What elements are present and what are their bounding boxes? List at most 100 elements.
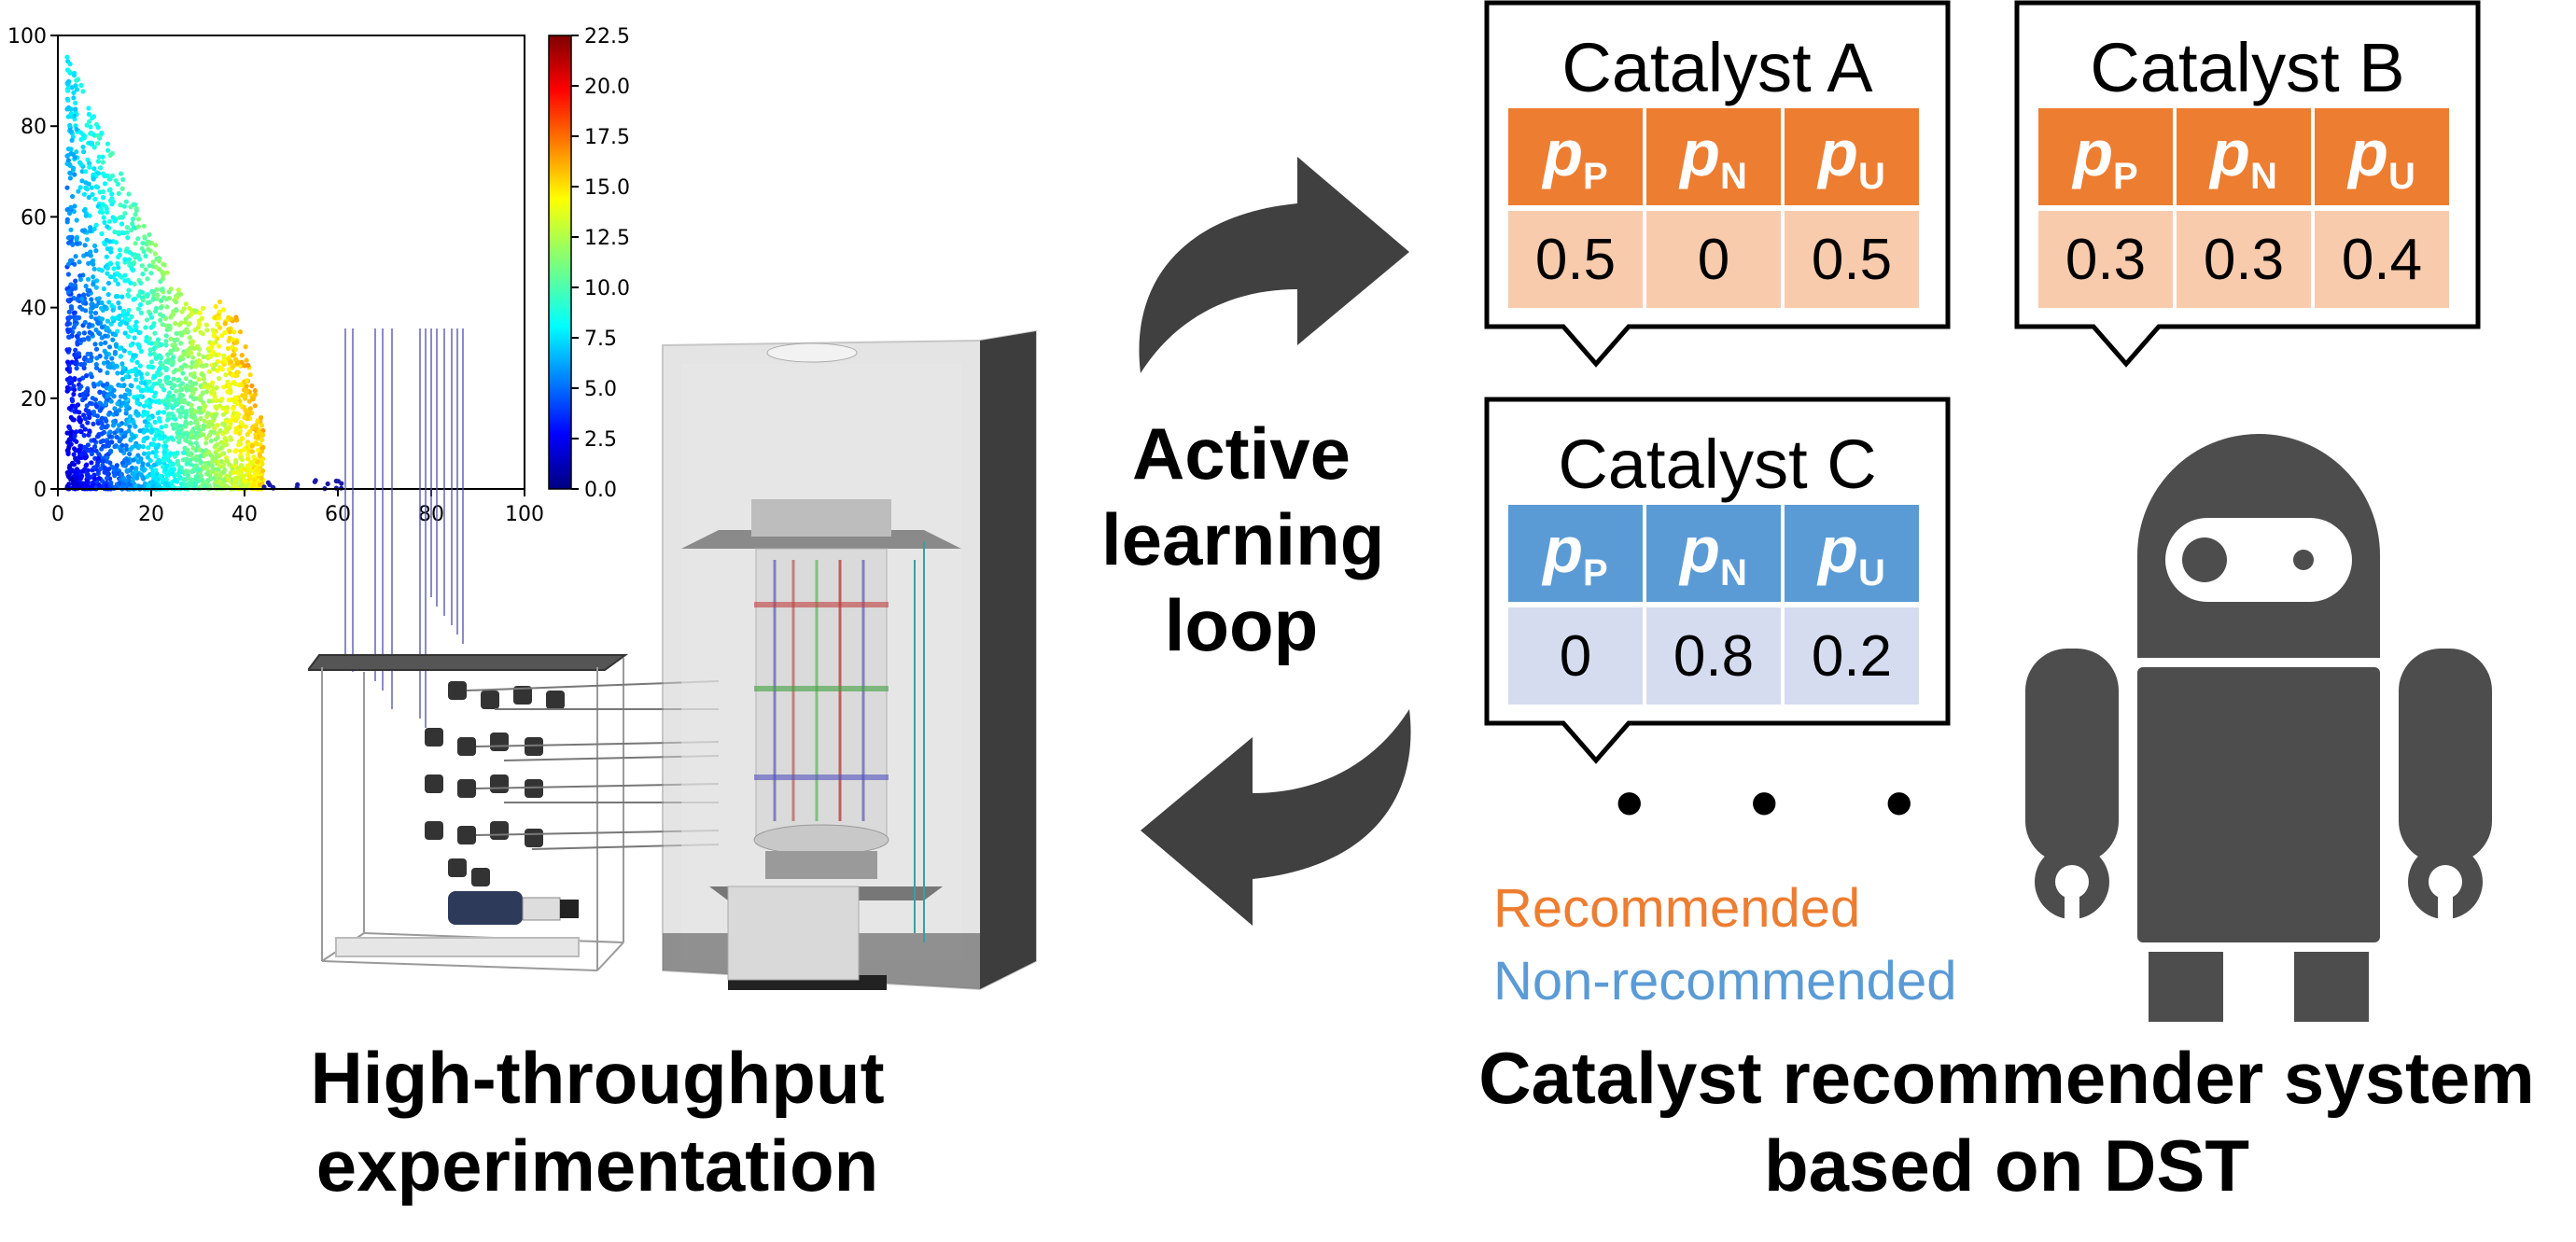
scatter-point xyxy=(237,329,244,335)
scatter-point xyxy=(117,439,122,444)
scatter-point xyxy=(147,248,153,254)
scatter-point xyxy=(145,454,150,460)
scatter-point xyxy=(94,403,100,410)
scatter-point xyxy=(189,432,194,438)
scatter-point xyxy=(160,322,165,328)
scatter-point xyxy=(65,328,71,334)
scatter-point xyxy=(115,271,120,276)
scatter-point xyxy=(101,215,106,220)
scatter-point xyxy=(198,359,203,365)
scatter-point xyxy=(209,384,215,389)
y-tick-label: 0 xyxy=(34,479,47,502)
scatter-point xyxy=(91,476,98,481)
scatter-point xyxy=(122,395,128,400)
scatter-point xyxy=(138,301,144,308)
scatter-point xyxy=(85,442,91,448)
scatter-point xyxy=(206,369,212,374)
scatter-point xyxy=(65,106,71,112)
scatter-point xyxy=(168,286,174,292)
scatter-point xyxy=(154,286,160,292)
scatter-point xyxy=(74,126,79,133)
scatter-point xyxy=(176,440,182,445)
scatter-point xyxy=(105,209,110,215)
scatter-point xyxy=(115,281,121,286)
scatter-point xyxy=(209,388,215,394)
scatter-point xyxy=(226,367,232,372)
scatter-point xyxy=(141,439,147,444)
scatter-point xyxy=(87,160,92,166)
scatter-point xyxy=(64,54,70,60)
scatter-point xyxy=(100,210,105,216)
scatter-point xyxy=(139,388,145,394)
scatter-point xyxy=(192,481,198,487)
scatter-point xyxy=(242,447,247,453)
scatter-point xyxy=(230,371,236,377)
scatter-point xyxy=(189,345,195,351)
catalyst-b-table: pP pN pU 0.3 0.3 0.4 xyxy=(2035,108,2453,308)
scatter-point xyxy=(189,428,195,434)
catalyst-a-title: Catalyst A xyxy=(1561,29,1873,106)
scatter-point xyxy=(102,219,107,225)
scatter-point xyxy=(68,380,74,385)
scatter-point xyxy=(91,384,97,389)
scatter-point xyxy=(66,161,72,167)
scatter-point xyxy=(135,224,141,230)
scatter-point xyxy=(189,360,195,366)
scatter-point xyxy=(186,472,191,478)
scatter-point xyxy=(155,381,161,386)
value-pU: 0.2 xyxy=(1785,607,1919,705)
scatter-point xyxy=(88,309,93,315)
scatter-point xyxy=(91,465,97,470)
scatter-point xyxy=(233,356,239,362)
scatter-point xyxy=(99,416,105,422)
scatter-point xyxy=(183,419,189,425)
scatter-point xyxy=(325,481,330,487)
scatter-point xyxy=(114,463,119,468)
scatter-point xyxy=(109,391,115,398)
scatter-point xyxy=(222,358,228,364)
scatter-point xyxy=(65,450,71,455)
scatter-point xyxy=(158,317,163,323)
catalyst-a-table: pP pN pU 0.5 0 0.5 xyxy=(1505,108,1923,308)
scatter-point xyxy=(179,405,185,411)
colorbar-ticks: 0.02.55.07.510.012.515.017.520.022.5 xyxy=(571,25,630,502)
scatter-point xyxy=(222,321,228,327)
scatter-point xyxy=(251,481,257,488)
scatter-point xyxy=(89,355,94,360)
scatter-point xyxy=(65,320,71,326)
scatter-point xyxy=(252,477,258,482)
scatter-point xyxy=(208,439,214,444)
scatter-point xyxy=(92,310,99,316)
scatter-point xyxy=(95,159,101,164)
scatter-point xyxy=(131,202,136,207)
pump xyxy=(448,891,579,925)
scatter-point xyxy=(199,371,204,377)
scatter-point xyxy=(140,240,146,246)
scatter-point xyxy=(79,483,85,489)
scatter-point xyxy=(171,383,176,389)
scatter-point xyxy=(151,351,157,356)
scatter-point xyxy=(165,483,171,489)
scatter-point xyxy=(190,445,196,451)
scatter-point xyxy=(137,484,143,490)
scatter-point xyxy=(192,386,198,392)
scatter-point xyxy=(244,390,249,396)
scatter-point xyxy=(112,218,118,224)
scatter-point xyxy=(71,452,77,457)
scatter-point xyxy=(99,425,105,431)
scatter-point xyxy=(222,330,228,336)
scatter-point xyxy=(217,376,222,382)
scatter-point xyxy=(79,306,85,312)
scatter-point xyxy=(175,450,180,455)
scatter-point xyxy=(77,276,84,283)
scatter-point xyxy=(72,433,77,439)
scatter-point xyxy=(88,131,93,136)
scatter-point xyxy=(126,334,132,340)
scatter-point xyxy=(72,172,77,177)
scatter-point xyxy=(64,216,70,222)
scatter-point xyxy=(128,342,133,348)
scatter-point xyxy=(196,376,202,383)
scatter-point xyxy=(74,352,79,358)
scatter-point xyxy=(117,408,122,413)
scatter-point xyxy=(150,479,156,485)
